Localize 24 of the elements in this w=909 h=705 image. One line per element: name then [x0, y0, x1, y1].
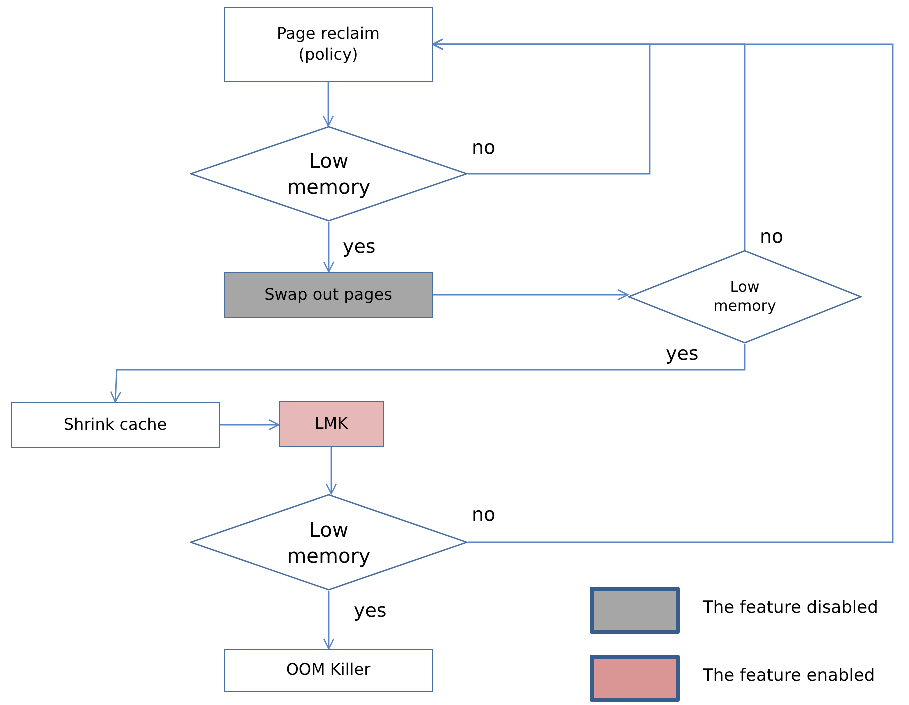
edge-label: yes — [666, 343, 699, 365]
process-box: Swap out pages — [224, 272, 433, 318]
arrow — [322, 82, 334, 127]
arrow — [326, 447, 338, 495]
decision-diamond: Low memory — [628, 250, 862, 344]
edge-label: no — [760, 226, 784, 248]
arrow — [432, 38, 894, 544]
process-box: OOM Killer — [224, 649, 433, 692]
decision-diamond: Low memory — [190, 494, 468, 591]
edge-label: no — [472, 137, 496, 159]
decision-diamond: Low memory — [190, 126, 468, 222]
edge-label: yes — [354, 600, 387, 622]
arrow — [323, 591, 335, 650]
arrow — [433, 289, 629, 301]
legend-label: The feature enabled — [703, 666, 876, 686]
process-box: Shrink cache — [11, 402, 220, 448]
arrow — [110, 344, 746, 403]
arrow — [220, 419, 280, 431]
legend-label: The feature disabled — [703, 598, 878, 618]
arrow — [323, 222, 335, 273]
edge-label: no — [472, 504, 496, 526]
edge-label: yes — [343, 236, 376, 258]
process-box: LMK — [279, 401, 384, 447]
process-box: Page reclaim (policy) — [224, 7, 433, 82]
